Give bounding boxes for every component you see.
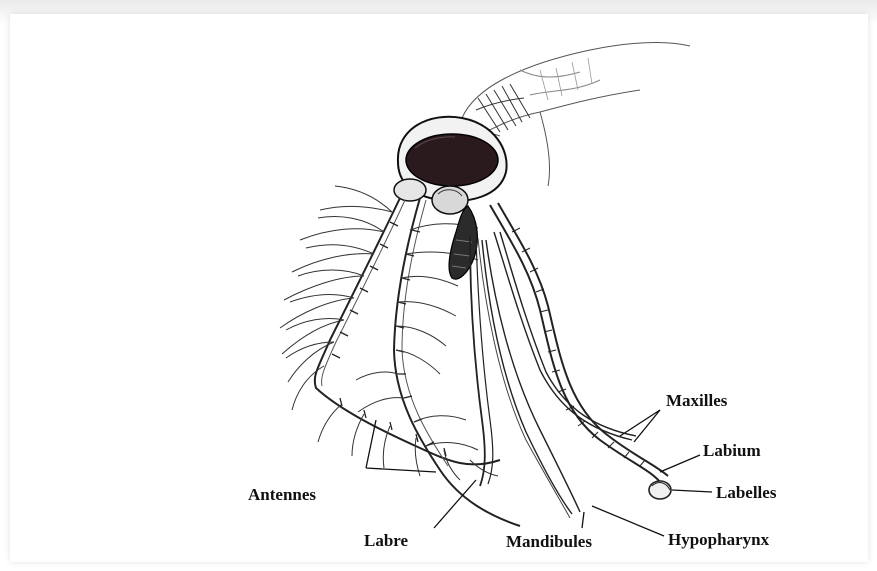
leader-mandibules (582, 512, 584, 528)
label-labium: Labium (703, 441, 761, 460)
leader-labelles (672, 490, 712, 492)
leader-maxilles-a (634, 410, 660, 442)
label-labre: Labre (364, 531, 409, 550)
label-antennes: Antennes (248, 485, 316, 504)
maxillary-palp (449, 206, 477, 279)
mouthparts (470, 203, 671, 518)
label-maxilles: Maxilles (666, 391, 728, 410)
leader-labium (660, 455, 700, 472)
label-mandibules: Mandibules (506, 532, 592, 551)
leader-hypopharynx (592, 506, 664, 536)
label-hypopharynx: Hypopharynx (668, 530, 770, 549)
antennae (315, 198, 520, 526)
leader-maxilles-b (620, 410, 660, 436)
label-labelles: Labelles (716, 483, 777, 502)
